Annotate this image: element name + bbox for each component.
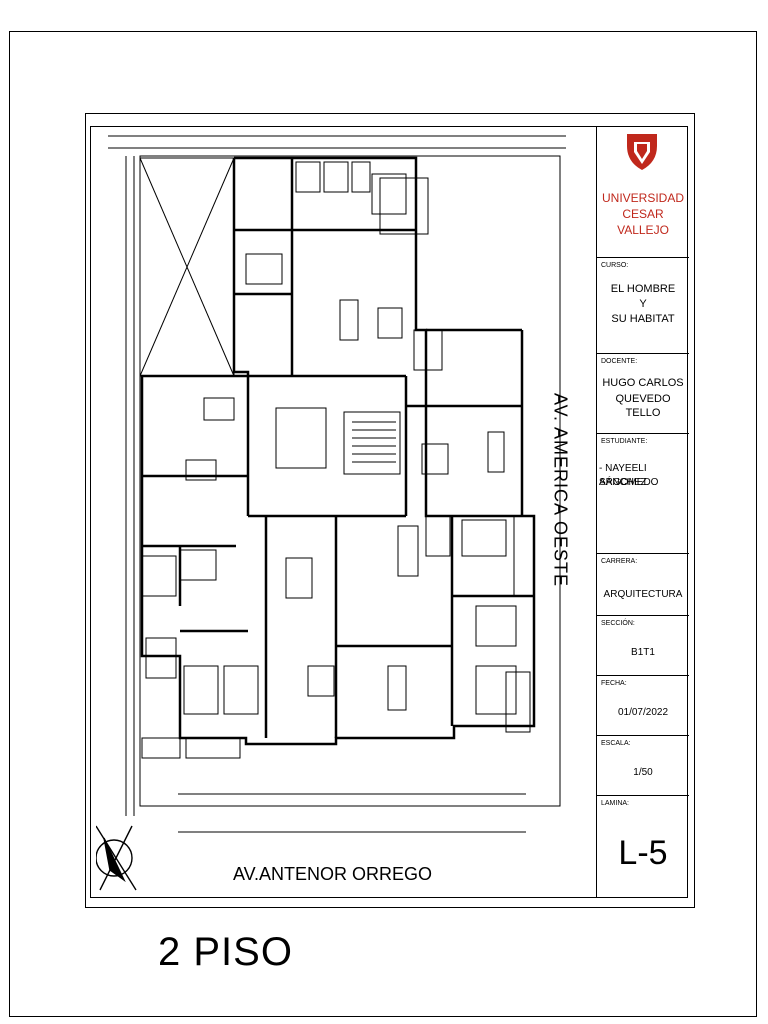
scale-value: 1/50 [633,767,653,778]
career-value: ARQUITECTURA [603,589,683,600]
scale-label: ESCALA: [601,740,631,747]
section-label: SECCIÓN: [601,620,635,627]
sheet-number: L-5 [618,834,668,872]
teacher-line-1: HUGO CARLOS [602,377,684,389]
floor-label: 2 PISO [158,930,293,974]
career-block: CARRERA: ARQUITECTURA [597,554,689,616]
university-name: UNIVERSIDAD CESAR VALLEJO [601,191,684,237]
street-label-bottom: AV.ANTENOR ORREGO [233,864,433,884]
north-arrow [96,825,137,891]
university-block: UNIVERSIDAD CESAR VALLEJO [597,126,689,258]
stair-core [343,411,401,475]
elevator-core [275,407,327,469]
career-label: CARRERA: [601,558,638,565]
dining-table [339,299,359,341]
teacher-block: DOCENTE: HUGO CARLOS QUEVEDO TELLO [597,354,689,434]
title-block: UNIVERSIDAD CESAR VALLEJO CURSO: EL HOMB… [596,126,689,898]
student-block: ESTUDIANTE: - NAYEELI SÁNCHEZ ARGOMEDO [597,434,689,554]
student-line-1: - NAYEELI SÁNCHEZ [599,463,647,488]
date-value: 01/07/2022 [617,707,669,718]
student-line-2: ARGOMEDO [599,477,659,488]
course-label: CURSO: [601,262,629,269]
teacher-label: DOCENTE: [601,358,638,365]
teacher-line-2: QUEVEDO TELLO [615,393,671,419]
floor-plan-drawing [96,135,566,891]
section-value: B1T1 [631,647,655,658]
scale-block: ESCALA: 1/50 [597,736,689,796]
sheet-block: LAMINA: L-5 [597,796,689,898]
section-block: SECCIÓN: B1T1 [597,616,689,676]
bathroom [295,161,321,193]
sheet-border [9,31,757,1017]
sheet-label: LAMINA: [601,800,630,807]
student-label: ESTUDIANTE: [601,438,648,445]
sofa [377,307,403,339]
drawing-frame-outer [85,113,695,908]
course-line-1: EL HOMBRE [610,283,676,295]
course-line-3: SU HABITAT [611,313,675,325]
street-label-right: AV. AMERICA OESTE [550,392,571,588]
date-label: FECHA: [601,680,627,687]
bed [371,173,407,215]
university-logo-icon [627,134,657,170]
drawing-frame-inner [90,126,688,898]
balcony [379,177,429,235]
date-block: FECHA: 01/07/2022 [597,676,689,736]
course-line-2: Y [639,298,647,310]
course-block: CURSO: EL HOMBRE Y SU HABITAT [597,258,689,354]
